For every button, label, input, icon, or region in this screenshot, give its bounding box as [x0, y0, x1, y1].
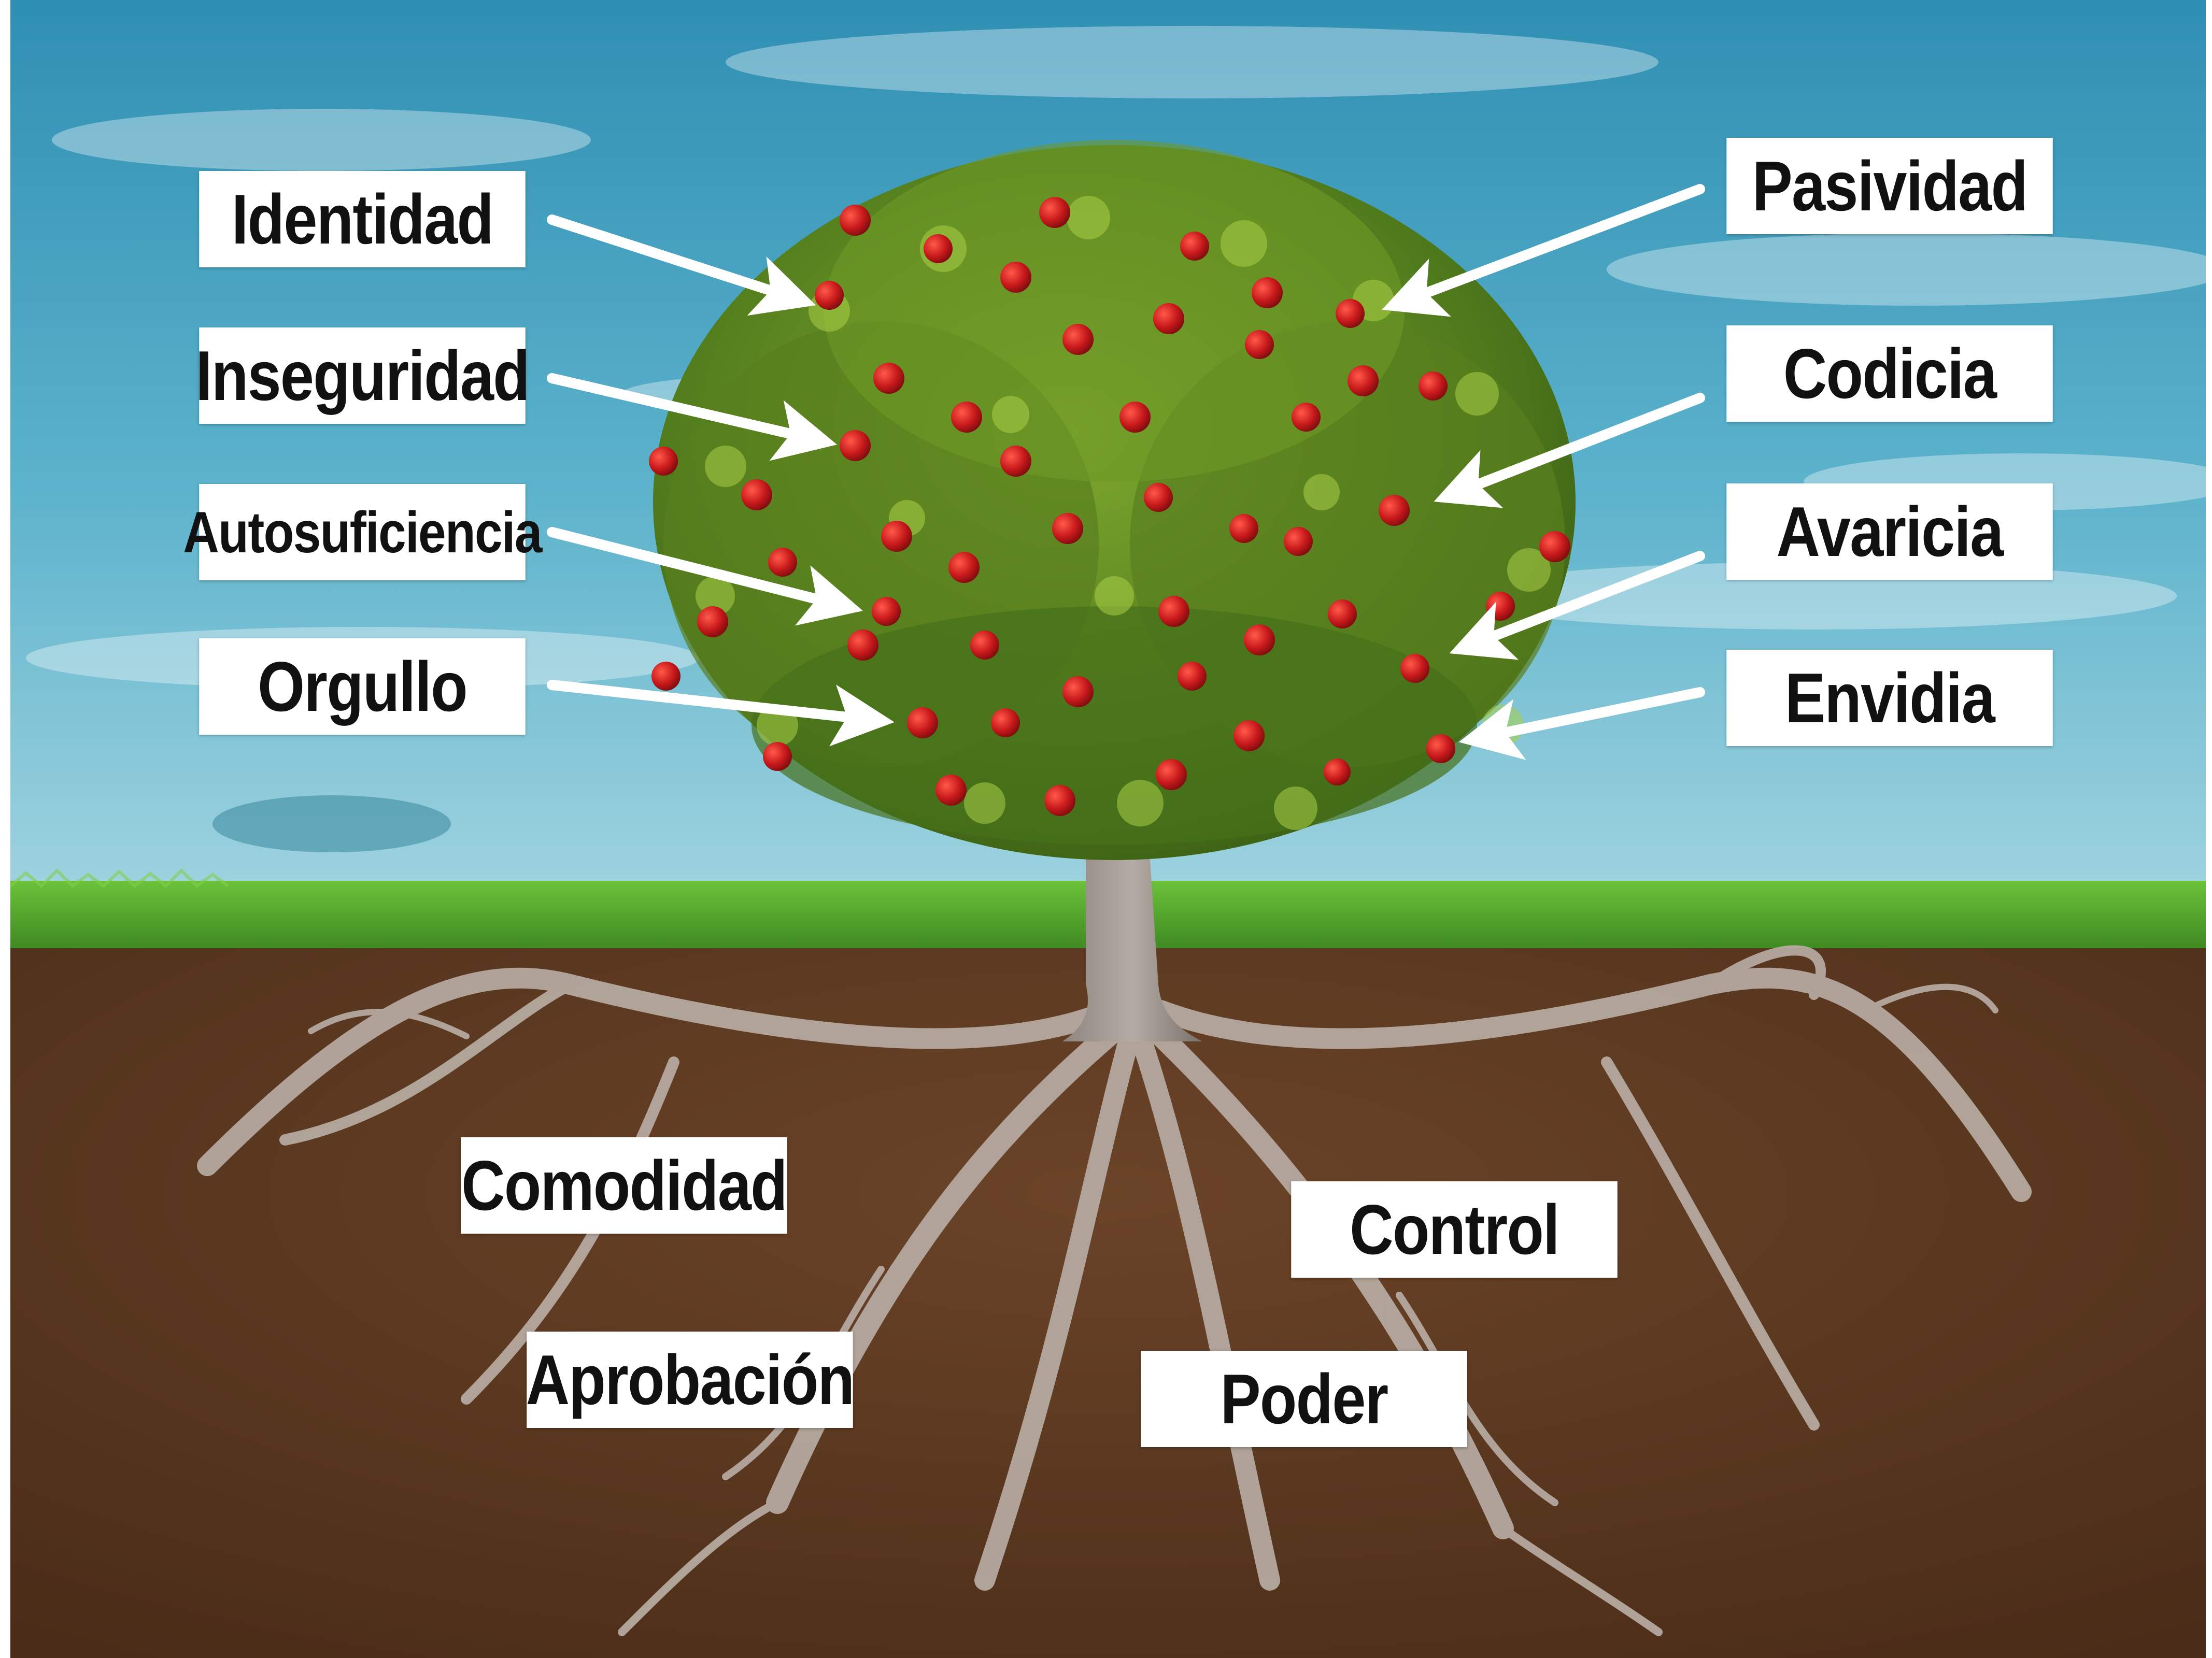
cloud-shadow	[212, 795, 451, 852]
label-control: Control	[1291, 1181, 1618, 1278]
label-envidia: Envidia	[1726, 650, 2053, 746]
label-avaricia: Avaricia	[1726, 483, 2053, 580]
label-codicia: Codicia	[1726, 325, 2053, 422]
label-aprobacion: Aprobación	[527, 1332, 853, 1428]
label-comodidad: Comodidad	[461, 1137, 787, 1234]
label-autosuficiencia: Autosuficiencia	[199, 484, 526, 580]
label-orgullo: Orgullo	[199, 638, 526, 735]
label-poder: Poder	[1141, 1351, 1467, 1447]
label-identidad: Identidad	[199, 171, 526, 267]
label-pasividad: Pasividad	[1726, 138, 2053, 234]
label-inseguridad: Inseguridad	[199, 327, 526, 424]
